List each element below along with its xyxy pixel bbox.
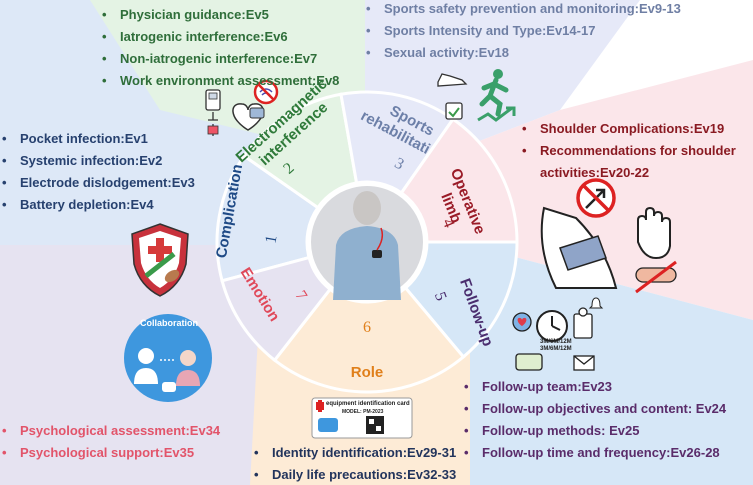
list-item: Sports safety prevention and monitoring:… <box>364 0 681 20</box>
device-icon <box>205 89 221 136</box>
operative-limb-list: Shoulder Complications:Ev19 Recommendati… <box>520 118 748 184</box>
followup-schedule-1: 3M/6M/12M <box>540 339 572 345</box>
list-item: Pocket infection:Ev1 <box>0 128 195 150</box>
complication-panel: Pocket infection:Ev1 Systemic infection:… <box>0 128 195 216</box>
list-item: Follow-up objectives and content: Ev24 <box>462 398 750 420</box>
segment-title-6: Role <box>351 364 384 381</box>
id-card-title: equipment identification card <box>326 401 410 407</box>
bell-icon <box>588 297 604 309</box>
list-item: Follow-up methods: Ev25 <box>462 420 750 442</box>
list-item: Identity identification:Ev29-31 <box>252 442 456 464</box>
followup-list: Follow-up team:Ev23 Follow-up objectives… <box>462 376 750 464</box>
shoe-icon <box>437 73 468 87</box>
list-item: Shoulder Complications:Ev19 <box>520 118 748 140</box>
role-panel: Identity identification:Ev29-31 Daily li… <box>252 442 456 485</box>
segment-number-6: 6 <box>363 319 371 336</box>
prohibited-arrow-icon <box>576 178 616 218</box>
collaboration-icon <box>124 314 212 402</box>
list-item: Electrode dislodgement:Ev3 <box>0 172 195 194</box>
electromagnetic-panel: Physician guidance:Ev5 Iatrogenic interf… <box>100 4 339 92</box>
mail-icon <box>573 355 595 371</box>
center-figure-person <box>333 191 401 300</box>
followup-schedule-2: 3M/6M/12M <box>540 346 572 352</box>
heart-icon <box>232 103 265 131</box>
wheel-segment-4 <box>399 117 519 244</box>
list-item: Iatrogenic interference:Ev6 <box>100 26 339 48</box>
list-item: Battery depletion:Ev4 <box>0 194 195 216</box>
id-card-model: MODEL: PM-2023 <box>342 409 384 415</box>
trend-up-icon <box>477 106 516 122</box>
list-item: Psychological assessment:Ev34 <box>0 420 220 442</box>
followup-panel: Follow-up team:Ev23 Follow-up objectives… <box>462 376 750 464</box>
list-item: Non-iatrogenic interference:Ev7 <box>100 48 339 70</box>
list-item: Daily life precautions:Ev32-33 <box>252 464 456 485</box>
list-item: Systemic infection:Ev2 <box>0 150 195 172</box>
emotion-panel: Psychological assessment:Ev34 Psychologi… <box>0 420 220 464</box>
shoulder-bandage-icon <box>540 206 618 289</box>
heart-chat-icon <box>512 312 532 332</box>
hand-stop-icon <box>637 206 671 260</box>
operative-limb-panel: Shoulder Complications:Ev19 Recommendati… <box>520 118 748 184</box>
running-person-icon <box>479 69 509 117</box>
electromagnetic-list: Physician guidance:Ev5 Iatrogenic interf… <box>100 4 339 92</box>
list-item: Sexual activity:Ev18 <box>364 42 681 64</box>
emotion-list: Psychological assessment:Ev34 Psychologi… <box>0 420 220 464</box>
complication-list: Pocket infection:Ev1 Systemic infection:… <box>0 128 195 216</box>
segment-number-1: 1 <box>263 234 281 245</box>
calendar-check-icon <box>445 102 463 120</box>
bandage-prohibited-icon <box>635 260 677 294</box>
phone-icon <box>515 353 543 371</box>
sports-list: Sports safety prevention and monitoring:… <box>364 0 681 64</box>
role-list: Identity identification:Ev29-31 Daily li… <box>252 442 456 485</box>
list-item: Physician guidance:Ev5 <box>100 4 339 26</box>
doctor-clipboard-icon <box>573 307 593 339</box>
list-item: Recommendations for shoulder activities:… <box>520 140 748 184</box>
list-item: Psychological support:Ev35 <box>0 442 220 464</box>
list-item: Follow-up team:Ev23 <box>462 376 750 398</box>
list-item: Sports Intensity and Type:Ev14-17 <box>364 20 681 42</box>
list-item: Work environment assessment:Ev8 <box>100 70 339 92</box>
pacemaker-device <box>372 250 382 258</box>
shield-icon <box>131 223 189 297</box>
sports-panel: Sports safety prevention and monitoring:… <box>364 0 681 64</box>
clock-icon <box>536 310 568 342</box>
collaboration-label: Collaboration <box>140 318 198 328</box>
list-item: Follow-up time and frequency:Ev26-28 <box>462 442 750 464</box>
id-card <box>311 397 413 439</box>
